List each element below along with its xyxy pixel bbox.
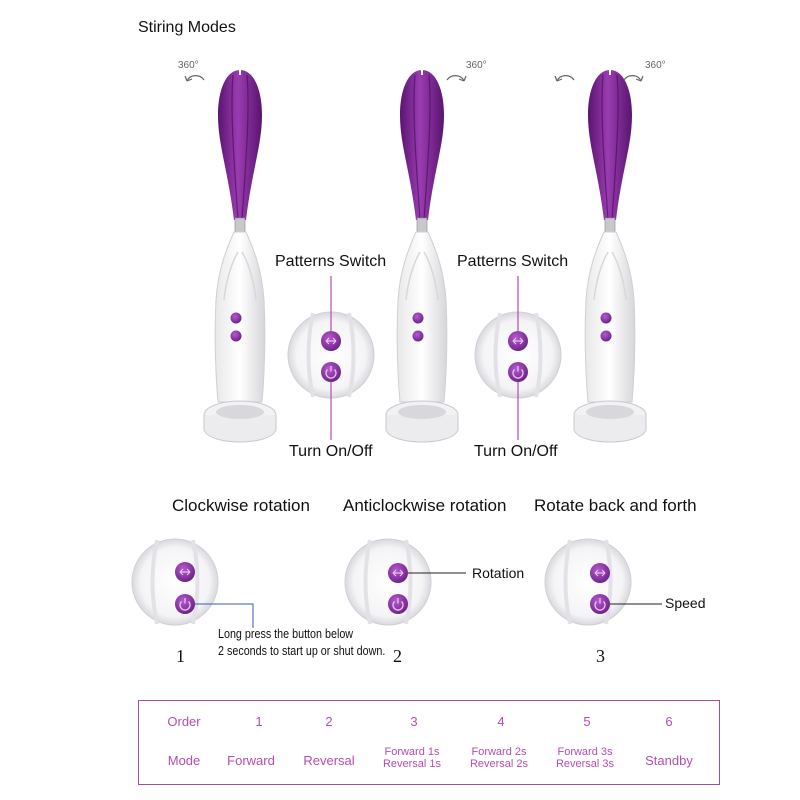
step-number-3: 3	[596, 646, 605, 666]
step-number-2: 2	[393, 646, 402, 666]
device-illustration-3	[573, 64, 647, 443]
rotation-arrow-icon	[184, 75, 205, 82]
patterns-switch-callout: Patterns Switch	[457, 253, 569, 270]
degree-label: 360°	[178, 60, 199, 71]
zoom-circle-anticlockwise	[343, 537, 433, 627]
table-mode-line: Reversal 2s	[469, 758, 529, 770]
power-button-icon	[387, 593, 409, 615]
speed-button-icon	[589, 593, 611, 615]
table-row-label-order: Order	[167, 714, 201, 729]
device-illustration-1	[203, 64, 277, 443]
pattern-switch-button-icon	[507, 330, 529, 352]
pattern-switch-button-icon	[320, 330, 342, 352]
table-mode-cell: Reversal	[303, 753, 355, 768]
rotation-arrow-icon	[554, 75, 575, 82]
table-mode-line: Forward 3s	[557, 746, 613, 758]
mode-heading-clockwise: Clockwise rotation	[172, 496, 310, 515]
table-order-cell: 2	[325, 714, 333, 729]
table-mode-cell: Forward 2s Reversal 2s	[457, 746, 541, 770]
table-order-cell: 5	[583, 714, 591, 729]
table-mode-line: Reversal 1s	[382, 758, 442, 770]
table-order-cell: 1	[255, 714, 263, 729]
table-mode-cell: Forward	[227, 753, 275, 768]
table-order-cell: 6	[665, 714, 673, 729]
mode-heading-anticlockwise: Anticlockwise rotation	[343, 496, 507, 515]
table-mode-line: Forward 2s	[471, 746, 527, 758]
table-mode-cell: Forward 3s Reversal 3s	[543, 746, 627, 770]
patterns-switch-callout: Patterns Switch	[275, 253, 387, 270]
power-button-icon	[320, 361, 342, 383]
turn-on-off-callout: Turn On/Off	[474, 443, 558, 460]
mode-table: Order Mode 1 2 3 4 5 6 Forward Reversal …	[138, 700, 720, 785]
zoom-circle-clockwise	[130, 537, 220, 627]
table-order-cell: 4	[497, 714, 505, 729]
rotation-button-icon	[589, 562, 611, 584]
table-mode-line: Reversal 3s	[555, 758, 615, 770]
power-button-icon	[507, 361, 529, 383]
degree-label: 360°	[466, 60, 487, 71]
zoom-circle-back-forth	[543, 537, 633, 627]
table-row-label-mode: Mode	[167, 753, 201, 768]
table-mode-line: Forward 1s	[384, 746, 440, 758]
note-line-2: 2 seconds to start up or shut down.	[218, 644, 386, 658]
table-order-cell: 3	[410, 714, 418, 729]
table-mode-cell: Standby	[645, 753, 693, 768]
note-line-1: Long press the button below	[218, 627, 354, 641]
rotation-arrow-icon	[446, 75, 467, 82]
degree-label: 360°	[645, 60, 666, 71]
rotation-callout: Rotation	[472, 565, 525, 581]
step-number-1: 1	[176, 646, 185, 666]
rotation-arrow-icon	[623, 75, 644, 82]
rotation-button-icon	[387, 562, 409, 584]
page-title: Stiring Modes	[138, 19, 236, 36]
turn-on-off-callout: Turn On/Off	[289, 443, 373, 460]
mode-heading-back-forth: Rotate back and forth	[534, 496, 697, 515]
power-instruction-note: Long press the button below 2 seconds to…	[218, 626, 385, 660]
power-button-icon	[174, 593, 196, 615]
speed-callout: Speed	[665, 595, 706, 611]
pattern-switch-button-icon	[174, 561, 196, 583]
table-mode-cell: Forward 1s Reversal 1s	[370, 746, 454, 770]
device-illustration-2	[385, 64, 459, 443]
